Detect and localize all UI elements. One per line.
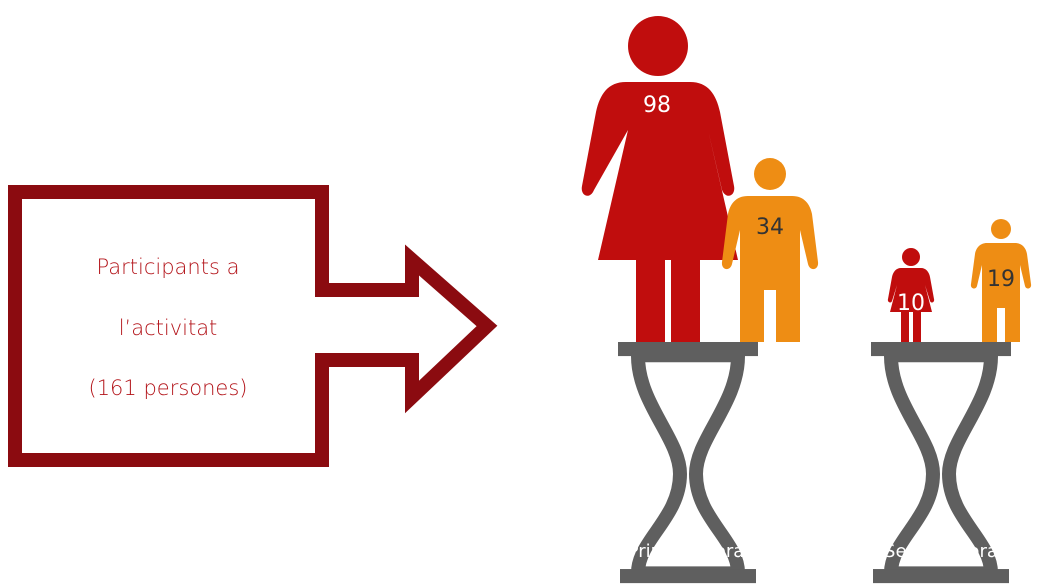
group-segona-hora: Segona hora 10 19: [871, 219, 1032, 584]
kids-count: 34: [756, 215, 784, 240]
arrow-icon: [8, 185, 498, 467]
callout: Participants a l’activitat (161 persones…: [8, 185, 498, 467]
callout-line-2: l’activitat: [119, 316, 218, 340]
hourglass-icon: [871, 342, 1011, 584]
hourglass-icon: [618, 342, 758, 584]
timer-label: Segona hora: [884, 541, 998, 562]
woman-icon: [581, 16, 738, 342]
kids-count: 19: [987, 267, 1015, 292]
woman-icon: [887, 248, 935, 342]
callout-line-3: (161 persones): [89, 376, 248, 400]
women-count: 98: [643, 93, 671, 118]
callout-line-1: Participants a: [97, 255, 240, 279]
timer-label: Primera hora: [628, 541, 745, 562]
group-primera-hora: Primera hora 98 34: [581, 16, 819, 584]
child-icon: [970, 219, 1032, 342]
women-count: 10: [897, 291, 925, 316]
child-icon: [721, 158, 819, 342]
